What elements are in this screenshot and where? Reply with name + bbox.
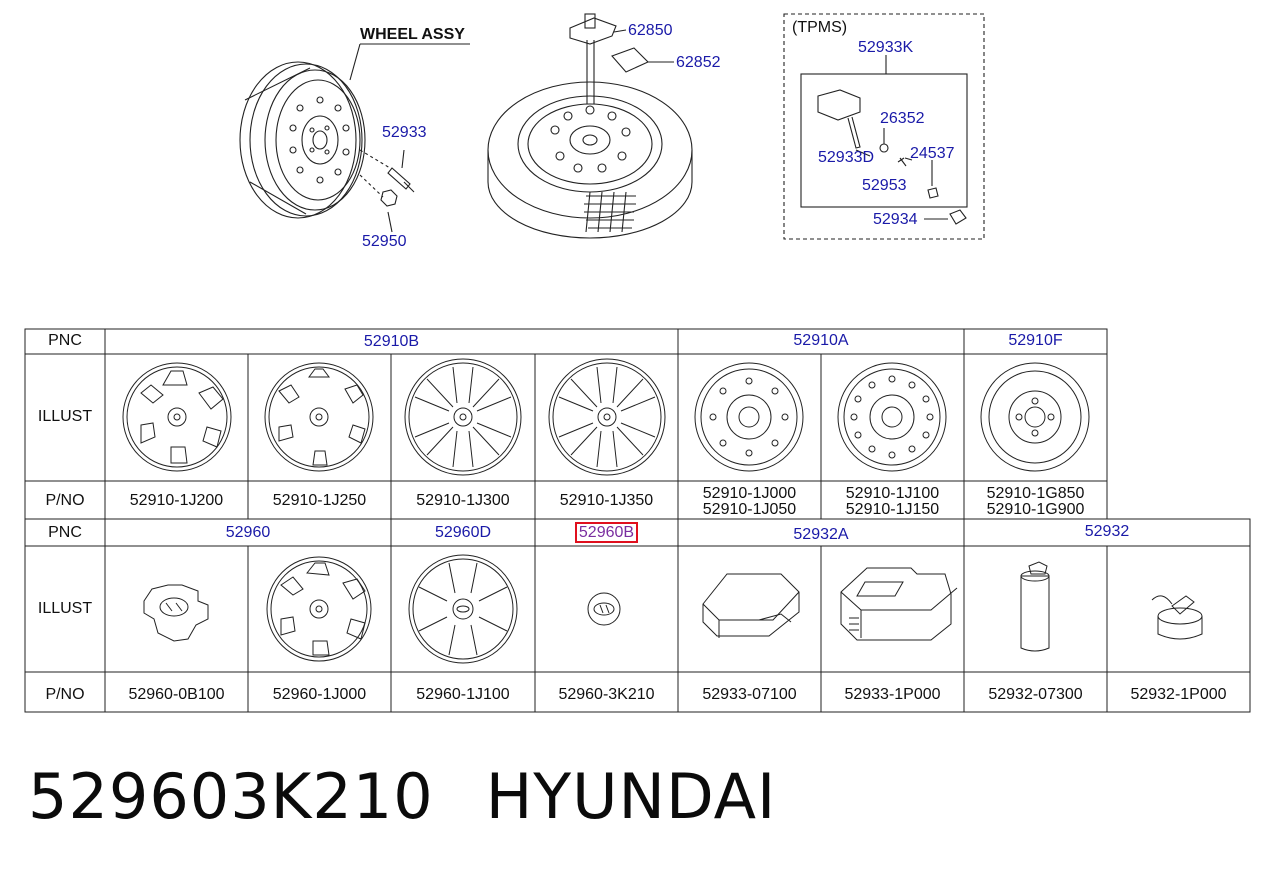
table-grid — [24, 328, 1251, 713]
pnc-group-52960[interactable]: 52960 — [225, 524, 271, 541]
footer-title: 529603K210 HYUNDAI — [28, 760, 776, 833]
steel-wheel-icon — [837, 362, 947, 472]
footer-part-number: 529603K210 — [28, 760, 434, 833]
illust-header: ILLUST — [37, 408, 93, 425]
sealant-bottle-icon — [1020, 561, 1050, 652]
pnc-header: PNC — [48, 332, 82, 349]
callout-52933K[interactable]: 52933K — [858, 39, 914, 56]
part-number[interactable]: 52933-1P000 — [844, 686, 941, 703]
part-number[interactable]: 52932-07300 — [988, 686, 1083, 703]
part-number[interactable]: 52960-1J000 — [272, 686, 367, 703]
pnc-group-52910B[interactable]: 52910B — [363, 333, 420, 350]
part-number[interactable]: 52910-1J350 — [559, 492, 654, 509]
pnc-group-52932[interactable]: 52932 — [1084, 523, 1130, 540]
part-number[interactable]: 52910-1J300 — [416, 492, 510, 509]
tpms-drawing — [783, 13, 985, 240]
pno-header-2: P/NO — [45, 686, 85, 703]
part-number[interactable]: 52932-1P000 — [1130, 686, 1227, 703]
part-number[interactable]: 52910-1J150 — [845, 501, 940, 518]
repair-kit-case-icon — [702, 573, 800, 638]
pnc-group-52910F[interactable]: 52910F — [1008, 332, 1063, 349]
compressor-icon — [840, 567, 958, 641]
callout-52933[interactable]: 52933 — [382, 124, 427, 141]
callout-52934[interactable]: 52934 — [873, 211, 918, 228]
part-number[interactable]: 52910-1J200 — [129, 492, 224, 509]
part-number[interactable]: 52960-1J100 — [416, 686, 510, 703]
callout-52953[interactable]: 52953 — [862, 177, 907, 194]
callout-52933D[interactable]: 52933D — [818, 149, 875, 166]
pnc-group-52932A[interactable]: 52932A — [793, 526, 849, 543]
part-number[interactable]: 52910-1G900 — [986, 501, 1085, 518]
callout-52950[interactable]: 52950 — [362, 233, 407, 250]
part-number[interactable]: 52910-1J100 — [845, 485, 940, 502]
alloy-wheel-icon — [122, 362, 232, 472]
pnc-header-2: PNC — [48, 524, 82, 541]
alloy-wheel-icon — [404, 358, 522, 476]
footer-brand: HYUNDAI — [485, 760, 777, 833]
emblem-cap-icon — [587, 592, 621, 626]
part-number[interactable]: 52910-1J050 — [702, 501, 797, 518]
pno-header: P/NO — [45, 492, 85, 509]
part-number[interactable]: 52960-3K210 — [558, 686, 655, 703]
callout-62852[interactable]: 62852 — [676, 54, 721, 71]
pnc-group-52910A[interactable]: 52910A — [793, 332, 849, 349]
steel-wheel-icon — [980, 362, 1090, 472]
part-number[interactable]: 52910-1J000 — [702, 485, 797, 502]
callout-24537[interactable]: 24537 — [910, 145, 955, 162]
callout-26352[interactable]: 26352 — [880, 110, 925, 127]
steel-wheel-icon — [694, 362, 804, 472]
wheel-cover-icon — [408, 554, 518, 664]
tpms-label: (TPMS) — [792, 19, 848, 36]
callout-62850[interactable]: 62850 — [628, 22, 673, 39]
illust-header-2: ILLUST — [37, 600, 93, 617]
spare-tire-drawing — [487, 13, 693, 239]
pnc-group-52960B-selected[interactable]: 52960B — [574, 522, 639, 543]
part-number[interactable]: 52910-1J250 — [272, 492, 367, 509]
part-number[interactable]: 52960-0B100 — [128, 686, 225, 703]
pnc-group-52960D[interactable]: 52960D — [434, 524, 492, 541]
sealant-bottle-icon — [1151, 595, 1203, 640]
center-cap-icon — [143, 584, 209, 642]
alloy-wheel-icon — [264, 362, 374, 472]
wheel-assy-label: WHEEL ASSY — [360, 26, 465, 43]
part-number[interactable]: 52933-07100 — [702, 686, 797, 703]
alloy-wheel-icon — [548, 358, 666, 476]
wheel-cover-icon — [266, 556, 372, 662]
wheel-assy-drawing — [239, 43, 470, 233]
part-number[interactable]: 52910-1G850 — [986, 485, 1085, 502]
